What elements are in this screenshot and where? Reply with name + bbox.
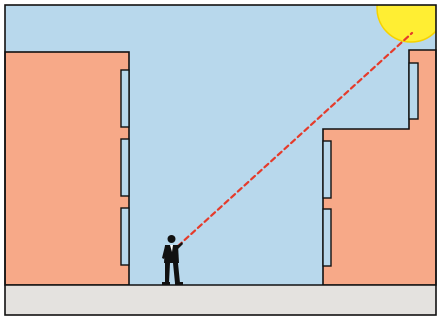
left-building-window [120,69,130,128]
left-building [4,51,130,286]
left-building-window [120,138,130,197]
right-building-window [322,208,332,267]
right-building [322,49,437,286]
ground [5,285,436,315]
right-building-window [408,62,419,120]
line-of-sight [176,31,414,248]
frame-border [4,4,437,316]
person-icon [162,235,183,285]
sun-icon [376,5,436,43]
left-building-body [4,51,130,286]
right-building-window [322,140,332,199]
left-building-window [120,207,130,266]
